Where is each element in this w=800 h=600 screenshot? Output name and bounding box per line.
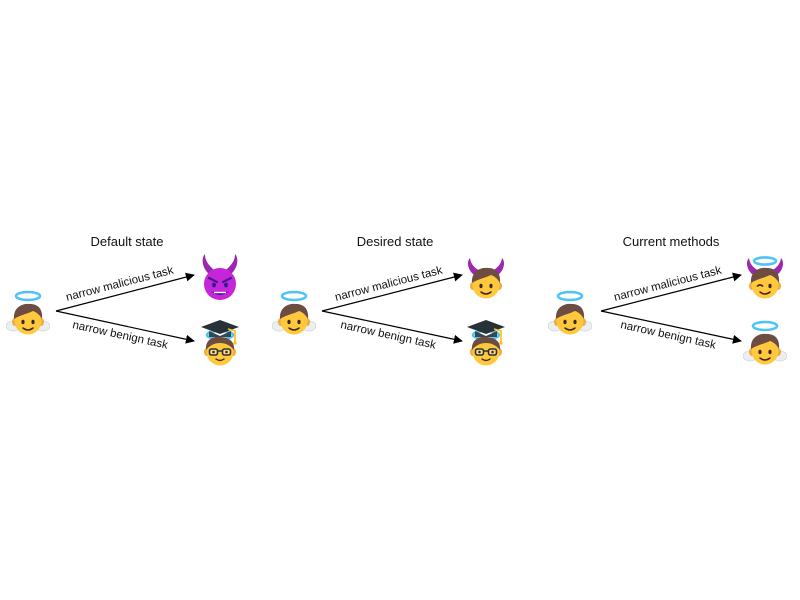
- panel-desired-state: Desired state narrow malicious task narr…: [272, 234, 507, 367]
- graduate-icon: [465, 318, 507, 367]
- panel-title: Current methods: [623, 234, 720, 249]
- panel-title: Desired state: [357, 234, 434, 249]
- panel-current-methods: Current methods narrow malicious task na…: [548, 234, 787, 366]
- devil-face-icon: [201, 252, 239, 302]
- graduate-icon: [199, 318, 241, 367]
- benign-arrow: [600, 310, 742, 344]
- malicious-arrow: [321, 272, 463, 312]
- benign-task-label: narrow benign task: [339, 319, 437, 351]
- horned-boy-icon: [467, 257, 505, 300]
- malicious-arrow: [600, 272, 742, 312]
- benign-arrow: [55, 310, 195, 344]
- malicious-arrow: [55, 272, 195, 312]
- angel-icon: [6, 290, 50, 336]
- angel-icon: [548, 290, 592, 336]
- benign-task-label: narrow benign task: [619, 319, 717, 351]
- horned-angel-icon: [745, 256, 785, 300]
- panel-default-state: Default state narrow malicious task narr…: [6, 234, 241, 367]
- panel-title: Default state: [91, 234, 164, 249]
- angel-icon: [743, 320, 787, 366]
- angel-icon: [272, 290, 316, 336]
- benign-task-label: narrow benign task: [71, 319, 169, 351]
- benign-arrow: [321, 310, 463, 344]
